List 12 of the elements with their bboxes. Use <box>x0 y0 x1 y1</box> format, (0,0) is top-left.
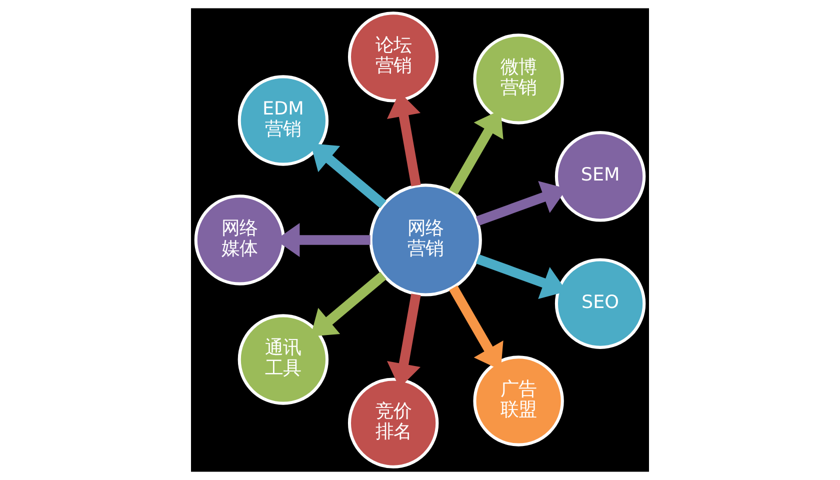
node-circle: SEM <box>554 131 646 222</box>
node-circle: 通讯工具 <box>238 314 329 405</box>
node-circle: 广告联盟 <box>473 356 564 446</box>
arrow <box>310 272 386 337</box>
node-circle: SEO <box>554 258 646 349</box>
arrow <box>310 143 386 208</box>
node-circle: EDM营销 <box>238 75 329 166</box>
node-circle: 微博营销 <box>473 34 564 124</box>
node-circle: 竞价排名 <box>348 378 439 468</box>
node-circle: 论坛营销 <box>348 12 439 102</box>
node-circle: 网络媒体 <box>194 194 286 286</box>
node-circle: 网络营销 <box>369 184 482 296</box>
